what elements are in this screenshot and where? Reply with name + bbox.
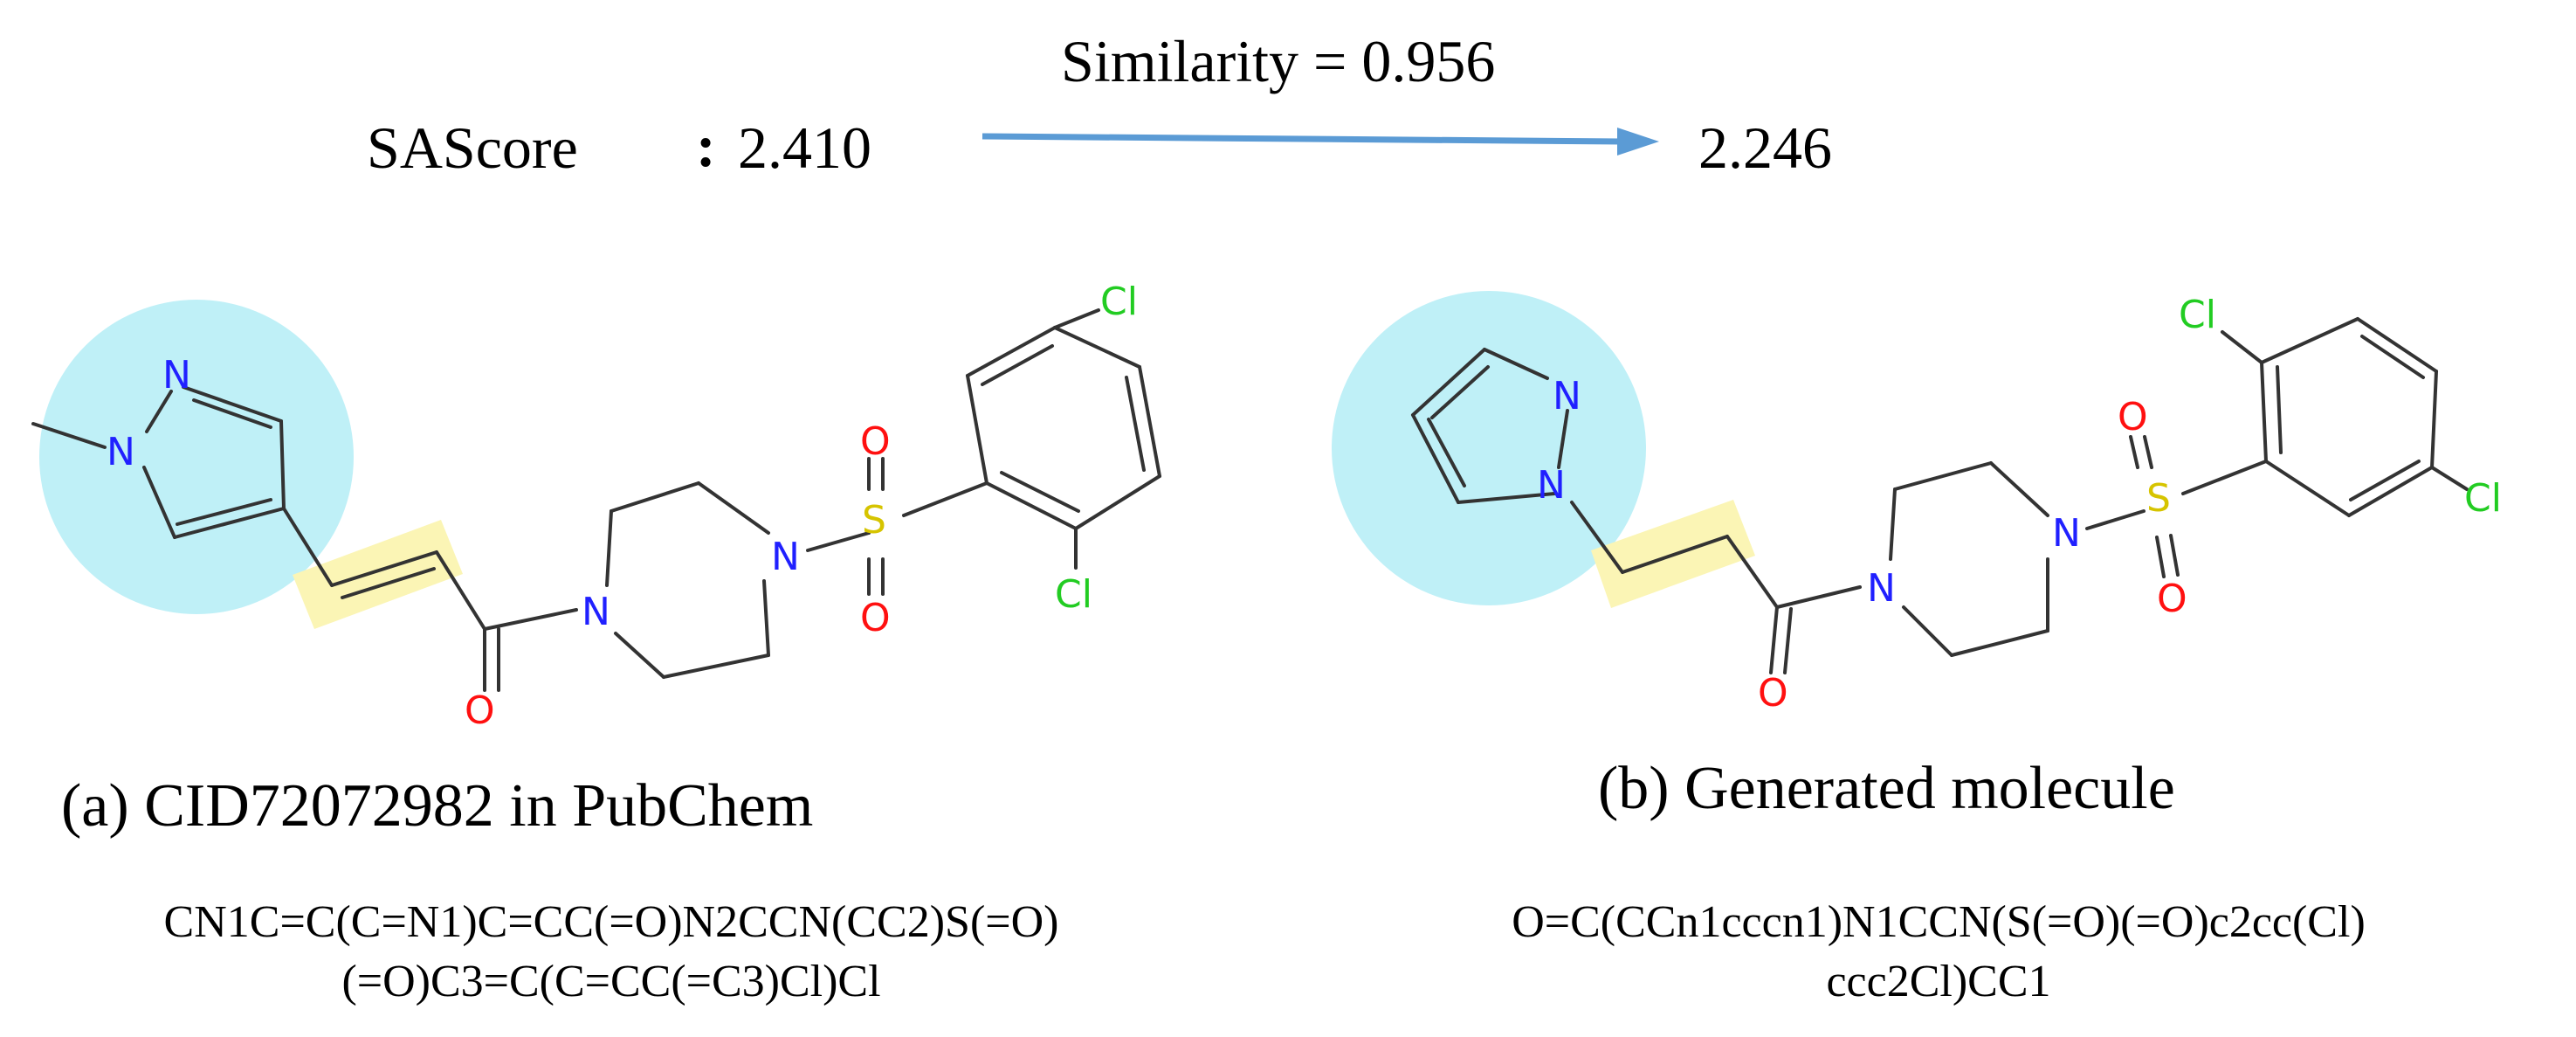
pyrazole-highlight-right [1332,291,1646,605]
atom-n-sulfonyl-left: N [771,535,800,579]
atom-cl-top-left: Cl [1100,280,1138,324]
atom-n-ring-left: N [162,353,191,398]
atom-s-right: S [2146,476,2171,521]
atom-cl-top-right: Cl [2179,293,2216,337]
linker-highlight-left [293,520,463,629]
atoms-left: N N O N N S O O Cl Cl [107,280,1138,733]
similarity-label: Similarity = 0.956 [1061,28,1495,94]
atom-o-bottom-right: O [2157,577,2187,621]
atom-o-bottom-left: O [860,596,891,640]
atom-n-amide-left: N [582,590,610,634]
sascore-colon: : [696,113,716,179]
atom-o-top-right: O [2118,395,2148,439]
atom-n-sulfonyl-right: N [2052,511,2081,556]
atom-n-methyl-left: N [107,430,135,474]
molecule-left: N N O N N S O O Cl Cl (a) CID72072982 in… [31,280,1161,1006]
atom-o-carbonyl-left: O [465,688,495,733]
atom-n-amide-right: N [1867,566,1896,611]
smiles-right-line2: ccc2Cl)CC1 [1826,957,2050,1006]
sascore-left-value: 2.410 [738,114,871,181]
smiles-left-line2: (=O)C3=C(C=CC(=C3)Cl)Cl [341,957,880,1006]
atom-o-top-left: O [860,419,891,464]
bonds-right [1411,317,2469,674]
atom-n-ring-right: N [1553,374,1581,418]
atom-cl-bottom-left: Cl [1055,572,1092,617]
atoms-right: N N O N N S O O Cl Cl [1537,293,2502,716]
molecule-right: N N O N N S O O Cl Cl (b) Generated mole… [1332,291,2502,1006]
sascore-right-value: 2.246 [1698,114,1832,181]
caption-left: (a) CID72072982 in PubChem [61,772,813,840]
smiles-left-line1: CN1C=C(C=N1)C=CC(=O)N2CCN(CC2)S(=O) [164,897,1059,947]
header: SAScore : 2.410 Similarity = 0.956 2.246 [367,28,1832,181]
sascore-label: SAScore [367,114,578,181]
similarity-arrow [981,128,1659,156]
atom-o-carbonyl-right: O [1758,671,1788,716]
bonds-left [31,308,1161,692]
smiles-right-line1: O=C(CCn1cccn1)N1CCN(S(=O)(=O)c2cc(Cl) [1512,897,2366,947]
atom-s-left: S [862,498,886,543]
caption-right: (b) Generated molecule [1598,755,2175,822]
atom-n-pyrazole-right: N [1537,463,1566,508]
atom-cl-bottom-right: Cl [2464,476,2502,521]
pyrazole-highlight-left [39,300,354,614]
